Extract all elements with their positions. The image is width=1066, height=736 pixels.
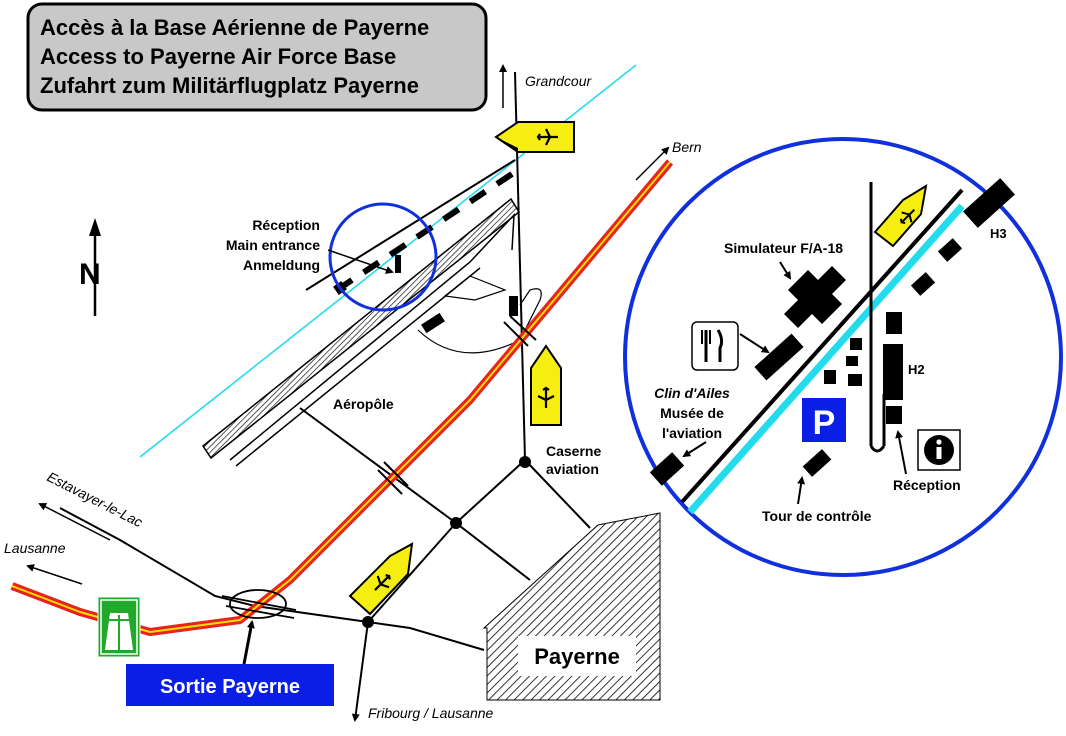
junction (362, 616, 374, 628)
building (850, 338, 862, 350)
reception-detail-pointer (895, 430, 907, 475)
building (886, 406, 902, 424)
exit-box (126, 664, 334, 706)
junction (450, 517, 462, 529)
building (824, 370, 836, 384)
simulator-pointer (779, 261, 792, 280)
restaurant-building (754, 333, 804, 381)
payerne-label-box (518, 636, 636, 676)
reception-highlight-circle (328, 202, 438, 312)
info-icon (917, 429, 961, 471)
airplane-icon (536, 128, 558, 146)
building (937, 238, 963, 262)
title-line-en: Access to Payerne Air Force Base (40, 44, 396, 69)
building (886, 312, 902, 334)
detail-runway-centerline (687, 203, 965, 515)
restaurant-pointer (739, 333, 770, 354)
detail-runway-edge (680, 188, 964, 504)
north-label: N (79, 258, 101, 291)
road-fribourg (351, 621, 369, 722)
road-aeropole (299, 407, 526, 525)
hangar-row (335, 169, 517, 293)
airplane-sign-north (494, 121, 575, 153)
airplane-sign-south (348, 542, 414, 616)
h2-label: H2 (908, 362, 925, 377)
building (846, 356, 858, 366)
motorway-sign-icon (97, 596, 141, 658)
arrow-bern (635, 146, 670, 181)
direction-estavayer: Estavayer-le-Lac (45, 468, 146, 530)
hangar (421, 312, 445, 334)
title-box (26, 2, 488, 112)
road-town (367, 522, 457, 623)
reception-building (395, 255, 401, 273)
road-center (455, 522, 531, 581)
caserne-label-1: Caserne (546, 443, 601, 459)
reception-detail-label: Réception (893, 477, 961, 493)
detail-road-loop (869, 445, 886, 453)
museum-pointer (682, 441, 707, 458)
direction-grandcour: Grandcour (525, 73, 592, 89)
control-tower (802, 449, 832, 477)
north-arrow-icon: N (79, 218, 101, 316)
exit-label: Sortie Payerne (160, 676, 300, 698)
reception-label-fr: Réception (252, 217, 320, 233)
direction-fribourg-lausanne: Fribourg / Lausanne (368, 705, 494, 721)
bridge (377, 315, 537, 495)
caserne-label-2: aviation (546, 461, 599, 477)
tower-pointer (797, 476, 806, 505)
simulator-building (784, 266, 846, 328)
motorway-centerline (11, 161, 671, 633)
airfield-road (305, 159, 516, 291)
building (509, 296, 518, 316)
parking-label: P (813, 404, 836, 442)
parking-icon: P (802, 398, 846, 442)
museum-label-1: Clin d'Ailes (654, 385, 730, 401)
aeropole-label: Aéropôle (333, 396, 394, 412)
h3-label: H3 (990, 226, 1007, 241)
motorway-interchange (221, 589, 297, 619)
airplane-sign-detail (873, 183, 928, 248)
reception-pointer (327, 249, 394, 274)
junction (519, 456, 531, 468)
title-line-de: Zufahrt zum Militärflugplatz Payerne (40, 73, 419, 98)
town-label: Payerne (534, 644, 620, 669)
airplane-icon (374, 574, 391, 591)
direction-bern: Bern (672, 139, 702, 155)
apron (443, 275, 507, 301)
building (848, 374, 862, 386)
taxiway (229, 212, 515, 461)
exit-pointer (242, 620, 255, 665)
museum-label-2: Musée de (660, 405, 724, 421)
direction-lausanne: Lausanne (4, 540, 66, 556)
taxiway-edge (235, 267, 481, 467)
building (910, 272, 936, 296)
reception-label-de: Anmeldung (243, 257, 320, 273)
restaurant-icon (691, 321, 739, 371)
arrow-lausanne (26, 564, 83, 585)
museum-building (649, 452, 685, 486)
museum-label-3: l'aviation (662, 425, 722, 441)
airplane-icon (537, 386, 555, 408)
title-line-fr: Accès à la Base Aérienne de Payerne (40, 15, 429, 40)
hangar-h3 (963, 178, 1015, 228)
airplane-sign-east (530, 344, 562, 426)
reception-label-en: Main entrance (226, 237, 320, 253)
tower-label: Tour de contrôle (762, 508, 872, 524)
road-caserne (524, 459, 591, 529)
arrow-estavayer (38, 503, 111, 541)
simulator-label: Simulateur F/A-18 (724, 240, 843, 256)
airplane-icon (899, 208, 916, 225)
hangar-h2 (883, 344, 903, 400)
